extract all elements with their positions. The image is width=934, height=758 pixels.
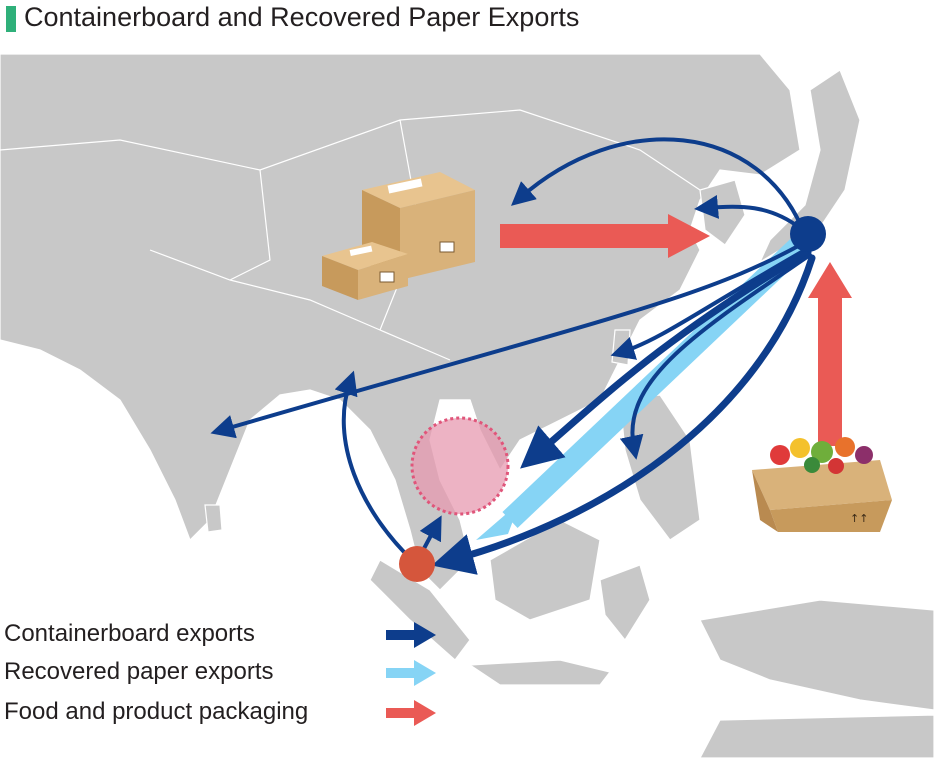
japan-hub <box>790 216 826 252</box>
sumatra <box>369 559 471 661</box>
malaysia-hub <box>399 546 435 582</box>
asia-export-map: ↑↑ <box>0 54 934 758</box>
legend-label: Food and product packaging <box>4 698 309 725</box>
produce-box-icon: ↑↑ <box>752 437 892 532</box>
page-title: Containerboard and Recovered Paper Expor… <box>24 2 580 32</box>
highlight-region <box>410 416 510 516</box>
dark-blue-arrow-icon <box>386 622 436 648</box>
legend-label: Recovered paper exports <box>4 658 274 685</box>
legend-item-recovered-paper: Recovered paper exports <box>4 658 444 688</box>
sulawesi <box>599 564 651 642</box>
packaging-flow-vertical <box>808 262 852 446</box>
light-blue-arrow-icon <box>386 660 436 686</box>
svg-text:↑↑: ↑↑ <box>850 512 868 525</box>
legend-item-containerboard: Containerboard exports <box>4 620 444 650</box>
cardboard-boxes-icon <box>322 172 475 300</box>
country-borders <box>0 109 701 431</box>
legend-label: Containerboard exports <box>4 620 255 647</box>
java <box>468 659 612 686</box>
borneo <box>489 519 601 621</box>
legend-item-packaging: Food and product packaging <box>4 698 444 728</box>
red-arrow-icon <box>386 700 436 726</box>
title-bar: Containerboard and Recovered Paper Expor… <box>0 0 934 44</box>
containerboard-flows <box>210 137 816 575</box>
australia-edge <box>699 714 934 758</box>
packaging-flow-horizontal <box>500 214 710 258</box>
sri-lanka <box>204 504 223 533</box>
title-accent-mark <box>6 6 16 32</box>
taiwan <box>611 329 631 366</box>
land-masses <box>0 54 934 758</box>
new-guinea <box>699 599 934 711</box>
